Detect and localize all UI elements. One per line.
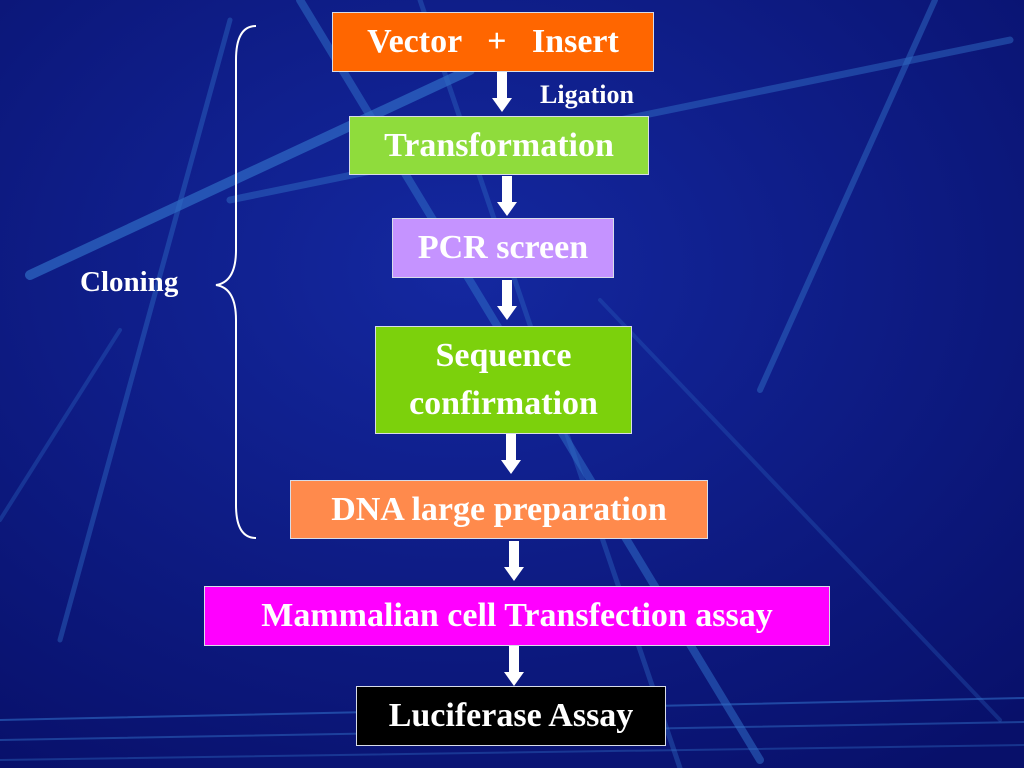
sequence-confirmation-box: Sequence confirmation bbox=[375, 326, 632, 434]
arrow-down-icon bbox=[504, 541, 524, 581]
dna-large-preparation-box: DNA large preparation bbox=[290, 480, 708, 539]
cloning-group-label: Cloning bbox=[80, 266, 179, 298]
vector-insert-box: Vector + Insert bbox=[332, 12, 654, 72]
ligation-edge-label: Ligation bbox=[540, 80, 634, 109]
arrow-down-icon bbox=[501, 434, 521, 474]
transformation-box: Transformation bbox=[349, 116, 649, 175]
pcr-screen-box: PCR screen bbox=[392, 218, 614, 278]
arrow-down-icon bbox=[504, 646, 524, 686]
mammalian-transfection-box: Mammalian cell Transfection assay bbox=[204, 586, 830, 646]
arrow-down-icon bbox=[497, 176, 517, 216]
cloning-brace bbox=[215, 25, 257, 539]
arrow-down-icon bbox=[497, 280, 517, 320]
luciferase-assay-box: Luciferase Assay bbox=[356, 686, 666, 746]
arrow-down-icon bbox=[492, 72, 512, 112]
